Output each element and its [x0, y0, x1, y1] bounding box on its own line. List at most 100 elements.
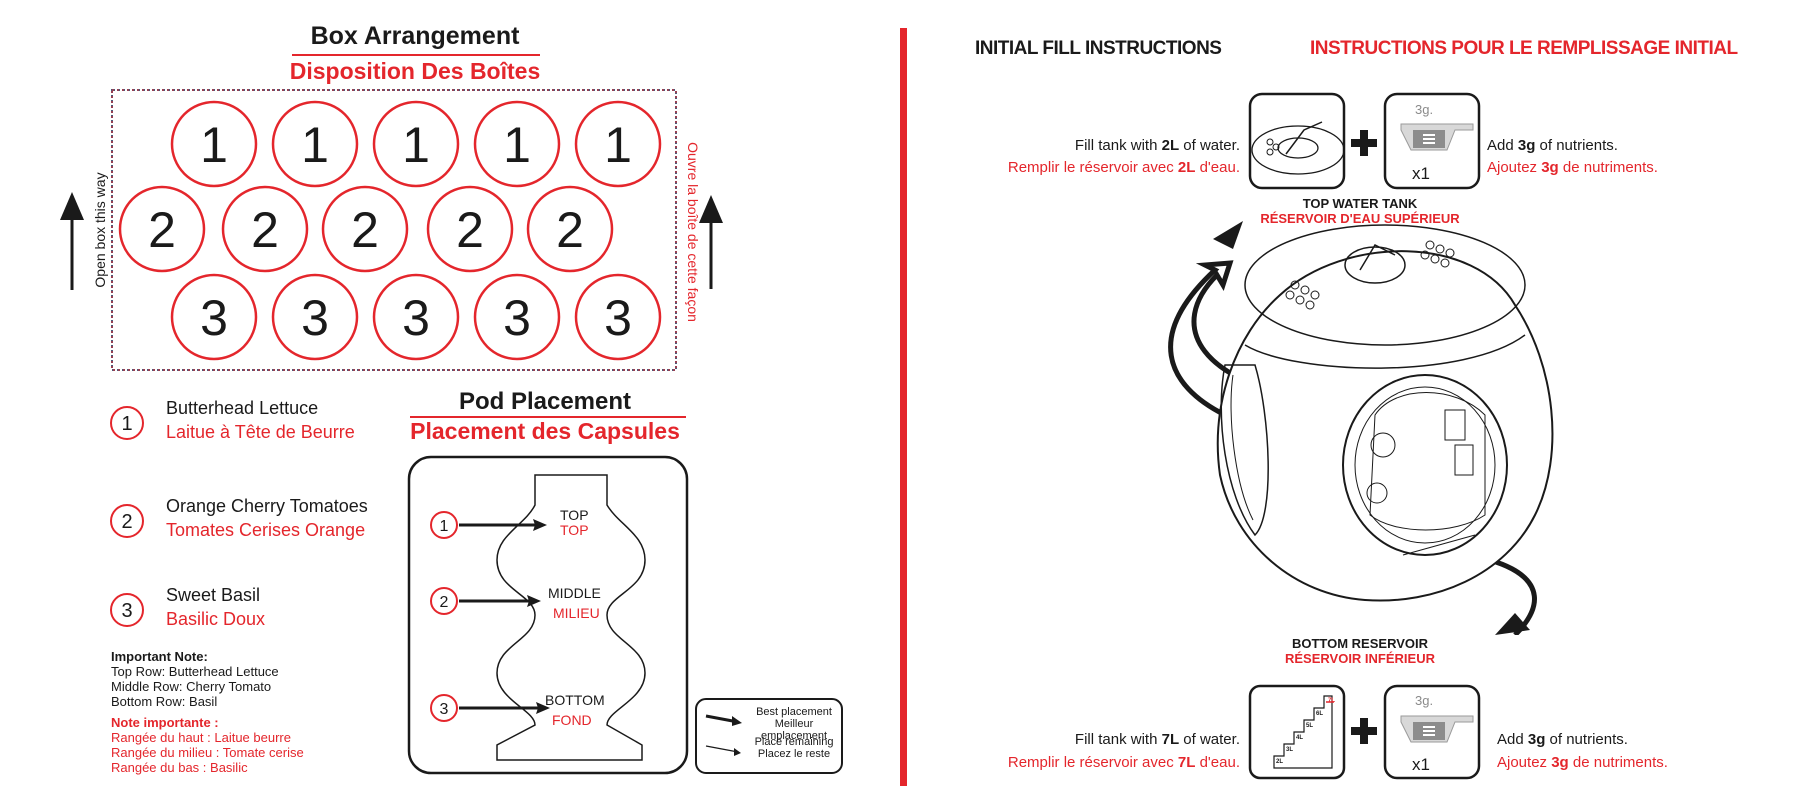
number-2-icon: 2: [110, 504, 144, 538]
top-tank-label-fr: RÉSERVOIR D'EAU SUPÉRIEUR: [1260, 211, 1460, 226]
top-fill-text-fr-post: d'eau.: [1195, 159, 1240, 176]
box-slot-3: 3: [271, 273, 359, 361]
nutrient-text: Add: [1487, 137, 1518, 154]
svg-text:3: 3: [440, 701, 449, 718]
box-slot-number: 1: [301, 117, 329, 173]
box-slot-2: 2: [426, 185, 514, 273]
top-fill-amount: 2L: [1161, 137, 1180, 154]
legend-name-en: Butterhead Lettuce: [166, 398, 319, 418]
arrow-key: [695, 698, 843, 774]
top-fill-text-fr: Remplir le réservoir avec: [1007, 159, 1178, 176]
pod-level-middle-fr: MILIEU: [553, 605, 600, 621]
center-divider: [900, 28, 907, 786]
pod-placement-title: Pod Placement: [458, 388, 632, 415]
box-slot-number: 2: [456, 202, 484, 258]
nutrient-amount-fr: 3g: [1541, 159, 1559, 176]
bottom-fill-text-fr: Remplir le réservoir avec: [1007, 754, 1178, 771]
box-slot-3: 3: [473, 273, 561, 361]
box-slot-number: 1: [503, 117, 531, 173]
box-slot-number: 3: [200, 290, 228, 346]
box-slot-number: 3: [402, 290, 430, 346]
nutrient-text-fr-post: de nutriments.: [1558, 159, 1658, 176]
key-rest-fr: Placez le reste: [757, 748, 831, 760]
bottom-fill-amount: 7L: [1161, 731, 1180, 748]
box-slot-number: 1: [200, 117, 228, 173]
nutrient-text-post: of nutrients.: [1545, 731, 1628, 748]
pod-diagram: 1 2 3: [407, 455, 689, 775]
note-line: Middle Row: Cherry Tomato: [111, 679, 272, 694]
device-illustration: [1168, 221, 1554, 635]
box-slot-number: 2: [351, 202, 379, 258]
pod-level-middle: MIDDLE: [548, 585, 601, 601]
box-slot-number: 2: [556, 202, 584, 258]
box-slot-number: 1: [402, 117, 430, 173]
key-rest: Place remaining Placez le reste: [748, 736, 840, 760]
pod-level-top: TOP: [560, 507, 589, 523]
plus-icon-bottom: [1351, 718, 1377, 744]
fill-instructions-title-fr: INSTRUCTIONS POUR LE REMPLISSAGE INITIAL: [1310, 38, 1738, 59]
bottom-fill-text: Fill tank with: [1074, 731, 1162, 748]
nutrient-amount: 3g: [1527, 731, 1546, 748]
stair-label: 3L: [1286, 747, 1293, 753]
nutrient-en: Add 3g of nutrients.: [1487, 137, 1618, 154]
bottom-fill-en: Fill tank with 7L of water.: [940, 731, 1240, 748]
top-fill-en: Fill tank with 2L of water.: [940, 137, 1240, 154]
top-fill-text: Fill tank with: [1074, 137, 1162, 154]
key-best-fr: Meilleur emplacement: [760, 718, 828, 742]
important-note: Important Note: Top Row: Butterhead Lett…: [111, 649, 371, 775]
box-slot-2: 2: [526, 185, 614, 273]
number-3-icon: 3: [110, 593, 144, 627]
top-fill-amount-fr: 2L: [1177, 159, 1196, 176]
pod-title-underline: [410, 416, 686, 418]
legend-item-2: 2 Orange Cherry Tomatoes Tomates Cerises…: [108, 496, 448, 546]
box-slot-2: 2: [118, 185, 206, 273]
stair-label: 4L: [1296, 735, 1303, 741]
box-slot-number: 2: [251, 202, 279, 258]
svg-text:1: 1: [440, 518, 449, 535]
legend-name-fr: Basilic Doux: [166, 609, 266, 629]
svg-text:3: 3: [121, 600, 132, 622]
box-slot-number: 3: [503, 290, 531, 346]
top-tank-label: TOP WATER TANK: [1302, 196, 1418, 211]
box-slot-1: 1: [574, 100, 662, 188]
bottom-res-label: BOTTOM RESERVOIR: [1291, 636, 1429, 651]
box-slot-number: 3: [604, 290, 632, 346]
top-tank-lid-icon: [1248, 92, 1346, 190]
box-slot-3: 3: [574, 273, 662, 361]
box-slot-3: 3: [372, 273, 460, 361]
box-slot-3: 3: [170, 273, 258, 361]
nutrient-text-fr: Ajoutez: [1487, 159, 1542, 176]
box-slot-1: 1: [271, 100, 359, 188]
up-arrow-icon: [60, 192, 84, 290]
note-title-fr: Note importante :: [111, 715, 219, 730]
key-best: Best placement Meilleur emplacement: [748, 706, 840, 742]
box-slot-1: 1: [372, 100, 460, 188]
nutrient-scoop-icon: [1383, 92, 1481, 190]
nutrient-amount-fr: 3g: [1551, 754, 1569, 771]
nutrient-amount: 3g: [1517, 137, 1536, 154]
legend-name-fr: Laitue à Tête de Beurre: [166, 422, 355, 442]
key-best-en: Best placement: [756, 706, 832, 718]
bottom-res-label-fr: RÉSERVOIR INFÉRIEUR: [1284, 651, 1435, 666]
box-slot-number: 2: [148, 202, 176, 258]
fill-instructions-title: INITIAL FILL INSTRUCTIONS: [975, 38, 1222, 59]
bottom-fill-amount-fr: 7L: [1177, 754, 1196, 771]
legend-name-en: Sweet Basil: [166, 585, 261, 605]
nutrient-en-bottom: Add 3g of nutrients.: [1497, 731, 1628, 748]
legend-item-3: 3 Sweet Basil Basilic Doux: [108, 585, 428, 635]
nutrient-text-fr: Ajoutez: [1497, 754, 1552, 771]
legend-name-en: Orange Cherry Tomatoes: [166, 496, 368, 516]
stair-label: 6L: [1316, 711, 1323, 717]
bottom-fill-fr: Remplir le réservoir avec 7L d'eau.: [940, 754, 1240, 771]
note-line-fr: Rangée du haut : Laitue beurre: [111, 730, 291, 745]
scoop-count-bottom: x1: [1412, 755, 1430, 774]
note-line: Bottom Row: Basil: [111, 694, 218, 709]
note-line: Top Row: Butterhead Lettuce: [111, 664, 279, 679]
number-1-icon: 1: [110, 406, 144, 440]
note-line-fr: Rangée du bas : Basilic: [111, 760, 248, 775]
svg-text:2: 2: [121, 511, 132, 533]
svg-text:2: 2: [440, 594, 449, 611]
plus-icon: [1351, 130, 1377, 156]
